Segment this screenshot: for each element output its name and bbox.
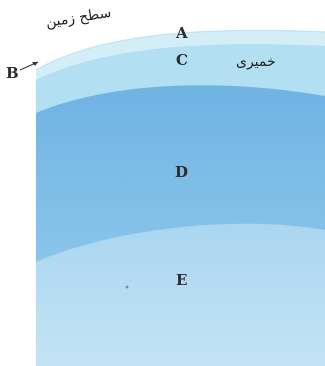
label-c: C	[176, 51, 188, 69]
label-b: B	[6, 64, 19, 82]
surface-line	[35, 29, 325, 71]
label-e: E	[176, 271, 188, 289]
label-d: D	[175, 163, 189, 181]
pointer-arrowhead-b	[32, 62, 38, 66]
label-a: A	[176, 24, 188, 42]
annotation-plastic: خمیری	[236, 54, 276, 70]
layer-e	[36, 223, 325, 366]
speck-mark	[125, 285, 129, 289]
